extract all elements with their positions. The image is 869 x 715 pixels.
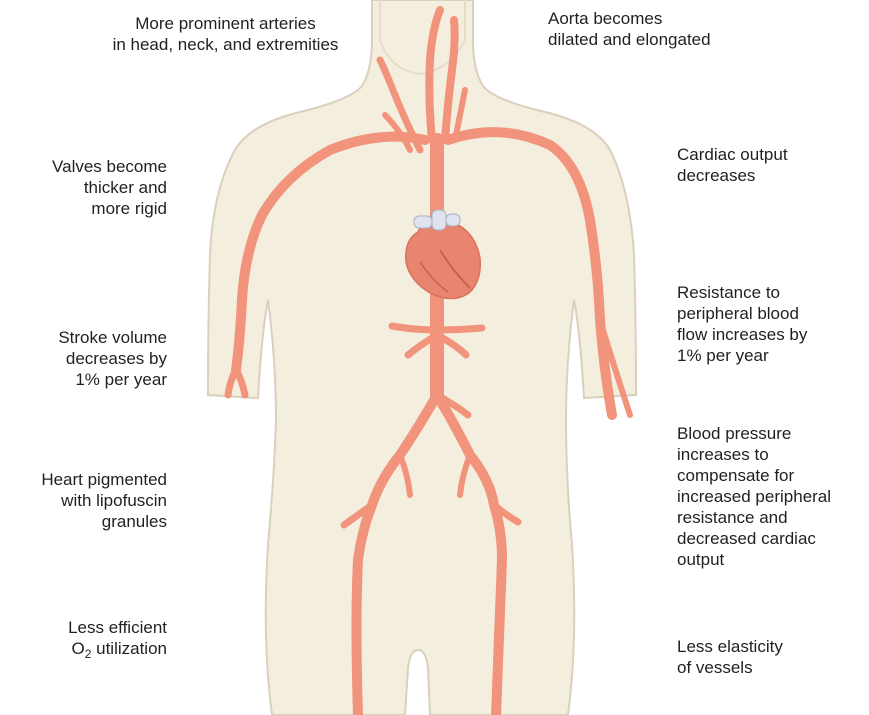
label-line: More prominent arteries [88, 13, 363, 34]
label-line-o2: O2 utilization [14, 638, 167, 659]
label-line: Less efficient [14, 617, 167, 638]
label-line: peripheral blood [677, 303, 807, 324]
label-line: Resistance to [677, 282, 807, 303]
label-line: Stroke volume [14, 327, 167, 348]
body-silhouette [208, 0, 636, 715]
label-line: flow increases by [677, 324, 807, 345]
label-line: of vessels [677, 657, 783, 678]
label-line: 1% per year [677, 345, 807, 366]
label-heart-pigmented: Heart pigmented with lipofuscin granules [0, 469, 167, 532]
heart-vessel-2 [432, 210, 446, 230]
label-line: Cardiac output [677, 144, 788, 165]
label-line: output [677, 549, 831, 570]
o2-suffix: utilization [91, 639, 167, 658]
label-line: with lipofuscin [0, 490, 167, 511]
label-line: Valves become [14, 156, 167, 177]
label-line: decreases by [14, 348, 167, 369]
label-elasticity: Less elasticity of vessels [677, 636, 783, 678]
label-line: in head, neck, and extremities [88, 34, 363, 55]
label-line: 1% per year [14, 369, 167, 390]
label-line: thicker and [14, 177, 167, 198]
label-line: more rigid [14, 198, 167, 219]
label-line: decreased cardiac [677, 528, 831, 549]
label-line: dilated and elongated [548, 29, 711, 50]
heart-vessel-1 [414, 216, 432, 228]
label-line: resistance and [677, 507, 831, 528]
o2-symbol: O [71, 639, 84, 658]
label-o2: Less efficient O2 utilization [14, 617, 167, 659]
label-valves: Valves become thicker and more rigid [14, 156, 167, 219]
label-line: increases to [677, 444, 831, 465]
label-blood-pressure: Blood pressure increases to compensate f… [677, 423, 831, 570]
label-arteries-prominent: More prominent arteries in head, neck, a… [88, 13, 363, 55]
label-cardiac-output: Cardiac output decreases [677, 144, 788, 186]
label-line: Aorta becomes [548, 8, 711, 29]
label-line: Less elasticity [677, 636, 783, 657]
label-stroke-volume: Stroke volume decreases by 1% per year [14, 327, 167, 390]
label-resistance: Resistance to peripheral blood flow incr… [677, 282, 807, 366]
label-line: increased peripheral [677, 486, 831, 507]
label-aorta: Aorta becomes dilated and elongated [548, 8, 711, 50]
label-line: Blood pressure [677, 423, 831, 444]
heart-vessel-3 [446, 214, 460, 226]
label-line: Heart pigmented [0, 469, 167, 490]
label-line: compensate for [677, 465, 831, 486]
label-line: decreases [677, 165, 788, 186]
label-line: granules [0, 511, 167, 532]
